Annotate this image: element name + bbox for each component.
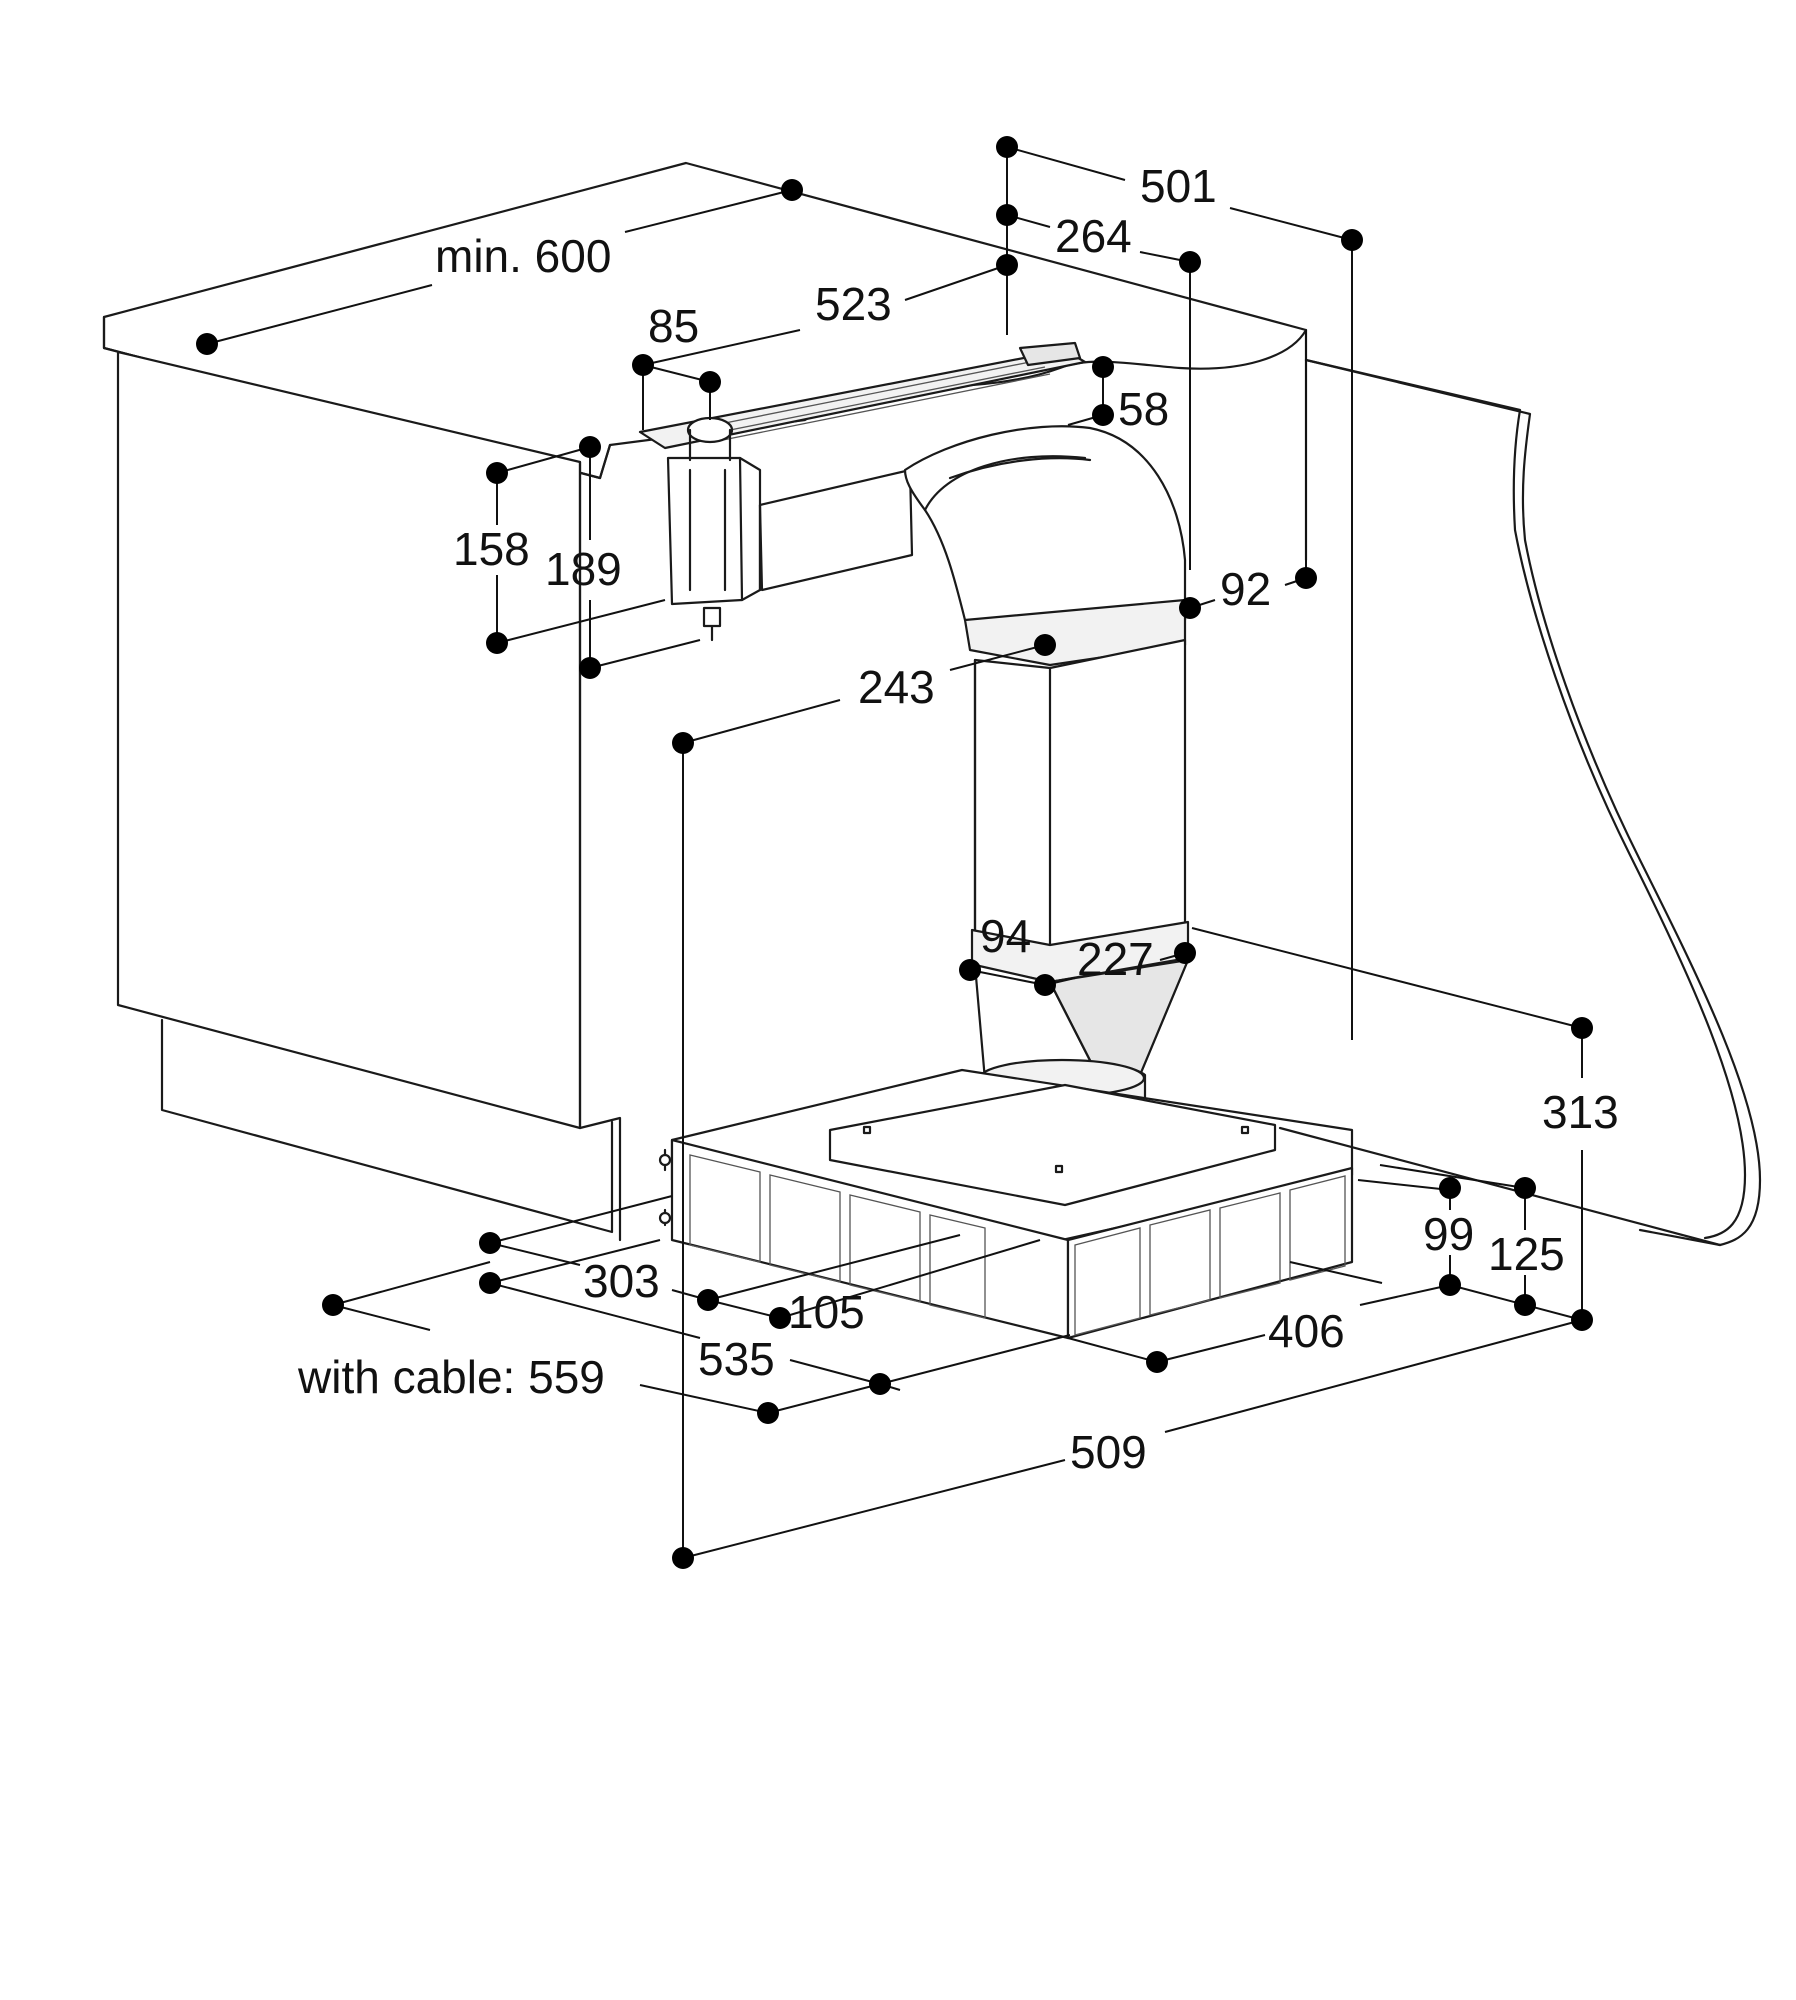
label-min-600: min. 600 xyxy=(435,230,611,282)
label-303: 303 xyxy=(583,1255,660,1307)
label-313: 313 xyxy=(1542,1086,1619,1138)
label-85: 85 xyxy=(648,300,699,352)
dimension-markers xyxy=(196,136,1593,1569)
filter-grille-right xyxy=(1074,1175,1346,1336)
label-264: 264 xyxy=(1055,210,1132,262)
dimension-labels: min. 600 501 264 523 85 58 92 158 189 24… xyxy=(297,160,1619,1478)
label-535: 535 xyxy=(698,1333,775,1385)
kitchen-cabinet xyxy=(102,161,1762,1247)
label-with-cable-559: with cable: 559 xyxy=(297,1351,605,1403)
label-406: 406 xyxy=(1268,1305,1345,1357)
vertical-duct xyxy=(903,425,1190,1137)
label-99: 99 xyxy=(1423,1208,1474,1260)
label-58: 58 xyxy=(1118,383,1169,435)
label-158: 158 xyxy=(453,523,530,575)
filter-grille-left xyxy=(689,1154,986,1319)
label-94: 94 xyxy=(980,910,1031,962)
label-227: 227 xyxy=(1077,933,1154,985)
label-105: 105 xyxy=(788,1286,865,1338)
label-92: 92 xyxy=(1220,563,1271,615)
label-509: 509 xyxy=(1070,1426,1147,1478)
label-523: 523 xyxy=(815,278,892,330)
vent-unit xyxy=(638,341,1087,642)
base-filter-unit xyxy=(658,1068,1722,1340)
label-501: 501 xyxy=(1140,160,1217,212)
label-189: 189 xyxy=(545,543,622,595)
label-125: 125 xyxy=(1488,1228,1565,1280)
label-243: 243 xyxy=(858,661,935,713)
